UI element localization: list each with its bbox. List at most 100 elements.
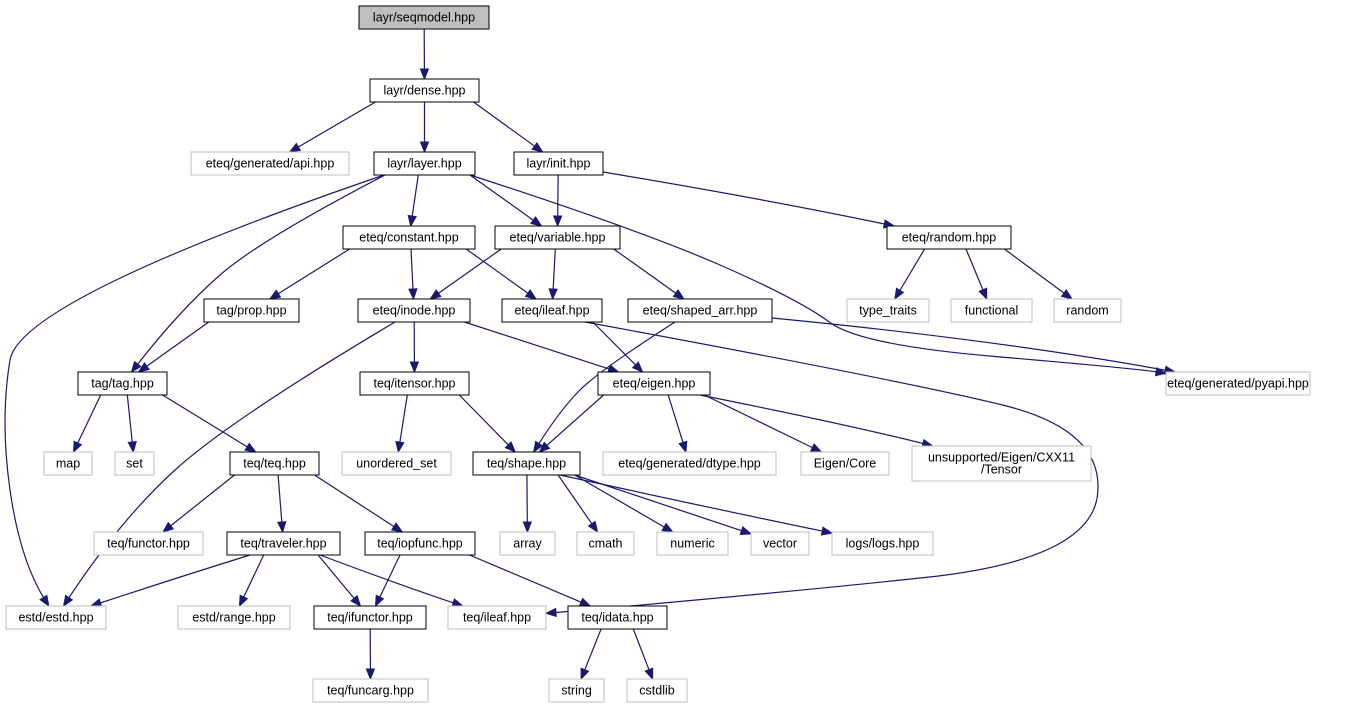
edge-line: [583, 628, 602, 672]
node-box: [831, 531, 934, 556]
edge-line: [465, 248, 530, 295]
arrowhead-icon: [522, 521, 533, 534]
node-constant[interactable]: eteq/constant.hpp: [342, 225, 476, 250]
edge-random_hpp-to-functional: [965, 248, 988, 301]
node-variable[interactable]: eteq/variable.hpp: [494, 225, 621, 250]
edge-line: [76, 394, 102, 446]
edge-layer-to-tag: [130, 174, 386, 374]
node-box: [911, 445, 1092, 482]
node-functor: teq/functor.hpp: [93, 531, 204, 556]
edge-line: [552, 248, 556, 292]
node-label: eteq/inode.hpp: [373, 304, 456, 318]
node-box: [499, 531, 556, 556]
node-label: eteq/eigen.hpp: [613, 377, 696, 391]
edge-line: [162, 394, 250, 449]
edge-line: [469, 174, 1159, 373]
node-iopfunc[interactable]: teq/iopfunc.hpp: [364, 531, 476, 556]
arrowhead-icon: [39, 594, 50, 608]
node-map: map: [43, 451, 93, 476]
edge-line: [98, 554, 251, 605]
edge-init-to-random_hpp: [602, 171, 896, 229]
node-box: [203, 298, 300, 323]
edge-line: [410, 248, 414, 292]
node-box: [177, 605, 291, 630]
edge-line: [458, 394, 511, 447]
node-label: tag/tag.hpp: [91, 377, 154, 391]
node-dense[interactable]: layr/dense.hpp: [369, 78, 480, 103]
node-label: random: [1066, 304, 1108, 318]
node-label: eteq/shaped_arr.hpp: [643, 304, 758, 318]
node-itensor[interactable]: teq/itensor.hpp: [359, 371, 470, 396]
node-eileaf[interactable]: eteq/ileaf.hpp: [501, 298, 603, 323]
edge-shape-to-numeric: [574, 474, 674, 533]
node-label: numeric: [670, 537, 714, 551]
edge-line: [317, 554, 356, 601]
node-range: estd/range.hpp: [177, 605, 291, 630]
node-eigen[interactable]: eteq/eigen.hpp: [597, 371, 711, 396]
arrowhead-icon: [672, 289, 685, 300]
edge-shape-to-logs: [559, 474, 834, 536]
node-random_hpp[interactable]: eteq/random.hpp: [886, 225, 1012, 250]
edge-eigen-to-shape: [538, 394, 604, 453]
arrowhead-icon: [587, 520, 599, 534]
node-label: tag/prop.hpp: [216, 304, 286, 318]
edge-traveler-to-range: [238, 554, 265, 608]
edge-dense-to-init: [473, 101, 544, 153]
node-teq[interactable]: teq/teq.hpp: [229, 451, 320, 476]
edge-dense-to-layer: [419, 102, 430, 154]
edge-line: [276, 248, 350, 296]
edge-eigen-to-tensor: [699, 394, 934, 449]
node-box: [1053, 298, 1122, 323]
edge-line: [898, 248, 926, 293]
node-prop[interactable]: tag/prop.hpp: [203, 298, 300, 323]
node-init[interactable]: layr/init.hpp: [513, 151, 604, 176]
edge-ifunctor-to-funcarg: [365, 628, 376, 681]
arrowhead-icon: [62, 594, 74, 608]
node-traveler[interactable]: teq/traveler.hpp: [226, 531, 341, 556]
node-idata[interactable]: teq/idata.hpp: [567, 605, 668, 630]
node-type_traits: type_traits: [846, 298, 930, 323]
node-label: cstdlib: [639, 684, 674, 698]
arrowhead-icon: [390, 522, 404, 533]
node-seqmodel[interactable]: layr/seqmodel.hpp: [358, 5, 490, 30]
node-box: [229, 451, 320, 476]
node-label: teq/ifunctor.hpp: [327, 611, 413, 625]
node-box: [846, 298, 930, 323]
node-logs: logs/logs.hpp: [831, 531, 934, 556]
edge-line: [771, 317, 1168, 372]
node-set: set: [114, 451, 155, 476]
node-shape[interactable]: teq/shape.hpp: [472, 451, 581, 476]
edge-line: [574, 474, 667, 529]
node-cmath: cmath: [576, 531, 635, 556]
node-layer[interactable]: layr/layer.hpp: [373, 151, 476, 176]
edge-eigen-to-dtype: [667, 394, 688, 454]
arrowhead-icon: [538, 441, 551, 453]
node-shaped_arr[interactable]: eteq/shaped_arr.hpp: [627, 298, 773, 323]
node-eigencore: Eigen/Core: [800, 451, 890, 476]
node-tag[interactable]: tag/tag.hpp: [77, 371, 168, 396]
edge-eigen-to-eigencore: [704, 394, 823, 453]
edge-line: [469, 554, 584, 604]
node-label: teq/funcarg.hpp: [327, 684, 414, 698]
node-inode[interactable]: eteq/inode.hpp: [357, 298, 471, 323]
node-ifunctor[interactable]: teq/ifunctor.hpp: [313, 605, 427, 630]
edge-variable-to-shaped_arr: [613, 248, 685, 300]
node-label: teq/functor.hpp: [107, 537, 190, 551]
arrowhead-icon: [268, 289, 282, 300]
edge-tag-to-teq: [162, 394, 257, 453]
edge-line: [168, 474, 235, 528]
edge-inode-to-itensor: [409, 321, 420, 374]
arrowhead-icon: [419, 141, 430, 154]
node-box: [43, 451, 93, 476]
node-label: string: [561, 684, 592, 698]
node-box: [886, 225, 1012, 250]
edge-variable-to-eileaf: [548, 248, 558, 301]
node-label: logs/logs.hpp: [846, 537, 920, 551]
arrowhead-icon: [532, 440, 544, 454]
arrowhead-icon: [451, 598, 464, 608]
edge-line: [242, 554, 265, 600]
node-label: cmath: [588, 537, 622, 551]
node-label: teq/shape.hpp: [487, 457, 566, 471]
node-dtype: eteq/generated/dtype.hpp: [602, 451, 777, 476]
node-funcarg: teq/funcarg.hpp: [312, 678, 429, 703]
